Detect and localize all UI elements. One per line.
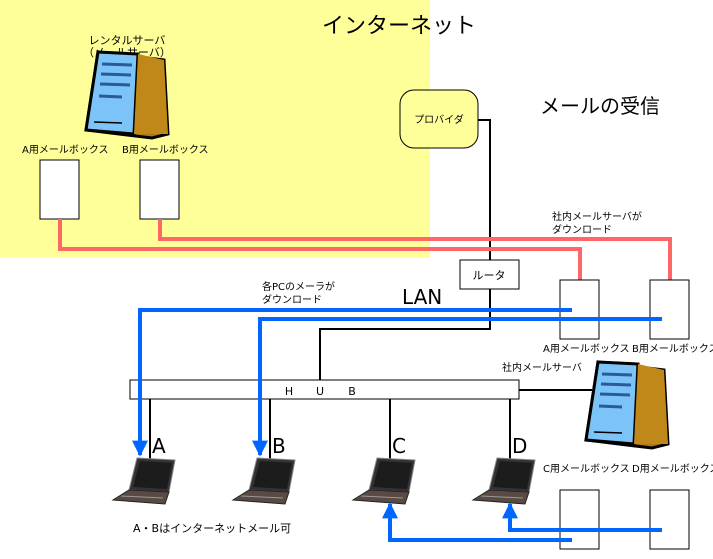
provider-router-line xyxy=(478,119,491,260)
pc-download-flow-b xyxy=(252,317,662,457)
hub-letter-u: U xyxy=(316,385,324,398)
rental-server-icon xyxy=(84,50,170,140)
company-mailbox-c-label: C用メールボックス xyxy=(543,463,630,475)
pc-d-laptop-icon xyxy=(472,457,536,505)
lan-label: LAN xyxy=(402,285,442,309)
company-mailbox-b-label: B用メールボックス xyxy=(632,343,713,355)
server-download-note: 社内メールサーバが xyxy=(552,210,642,223)
company-mailbox-c xyxy=(559,489,600,550)
pc-download-flow-c xyxy=(382,502,572,542)
pc-a-laptop-icon xyxy=(112,457,176,505)
internet-mailbox-a xyxy=(39,159,80,220)
pc-download-note-2: ダウンロード xyxy=(262,293,322,306)
pc-b-label: B xyxy=(272,434,286,458)
hub xyxy=(129,379,520,400)
diagram-title: メールの受信 xyxy=(540,94,660,118)
internet-mailbox-a-label: A用メールボックス xyxy=(22,144,109,156)
pc-c-laptop-icon xyxy=(352,457,416,505)
company-mailbox-a-label: A用メールボックス xyxy=(543,343,630,355)
company-mailbox-d xyxy=(649,489,690,550)
server-download-flow-b xyxy=(158,219,678,298)
hub-letter-b: B xyxy=(348,385,356,398)
pc-c-label: C xyxy=(392,434,406,458)
pc-download-note: 各PCのメーラが xyxy=(262,280,335,293)
pc-a-label: A xyxy=(152,434,166,458)
hub-letter-h: H xyxy=(285,385,293,398)
internet-mailbox-b xyxy=(139,159,180,220)
server-download-flow-a xyxy=(58,219,588,298)
pc-d-label: D xyxy=(512,434,527,458)
hub-pc-lines xyxy=(149,399,511,460)
pc-b-laptop-icon xyxy=(232,457,296,505)
company-mailbox-d-label: D用メールボックス xyxy=(632,463,713,475)
server-download-note-2: ダウンロード xyxy=(552,223,612,236)
internet-label: インターネット xyxy=(322,14,476,39)
company-server-label: 社内メールサーバ xyxy=(502,361,582,374)
router-label: ルータ xyxy=(473,269,506,282)
internet-mailbox-b-label: B用メールボックス xyxy=(122,144,209,156)
pc-download-flow-d xyxy=(502,502,662,532)
company-mailbox-b xyxy=(649,279,690,340)
provider-label: プロバイダ xyxy=(414,113,464,126)
rental-server-label: レンタルサーバ xyxy=(89,34,166,47)
router-box xyxy=(459,259,520,290)
pc-download-flow-a xyxy=(132,308,572,457)
company-server-icon xyxy=(584,360,670,450)
footnote: A・Bはインターネットメール可 xyxy=(133,522,291,535)
